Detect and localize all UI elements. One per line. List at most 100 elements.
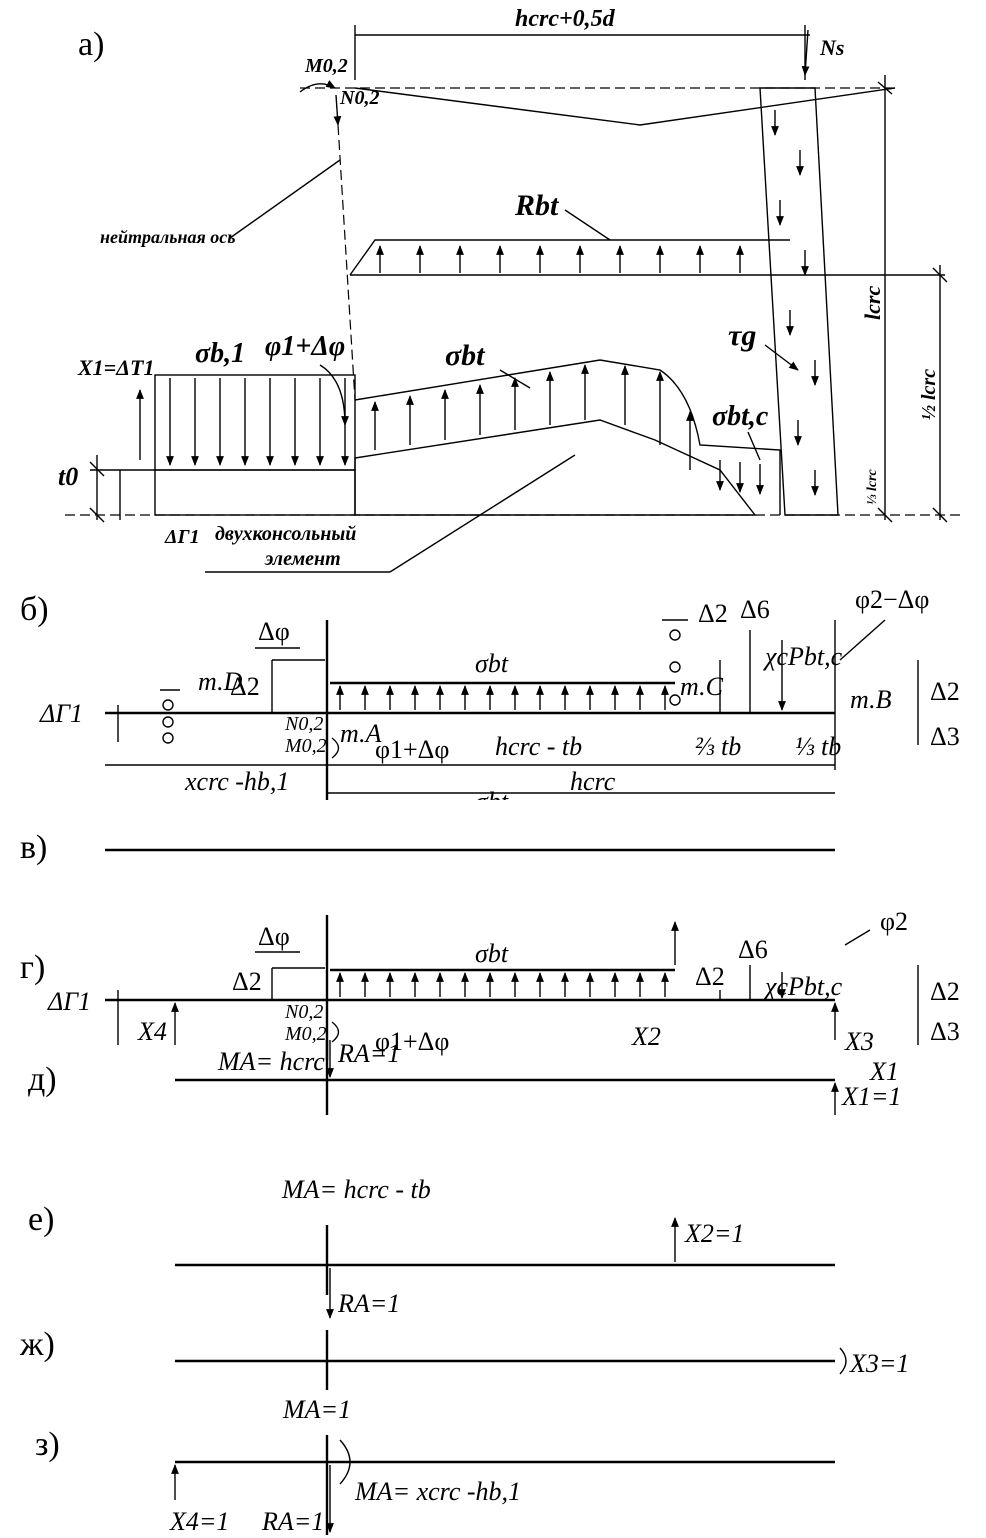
dg1-label-b: ΔΓ1 <box>39 699 83 728</box>
x3-unit-label-zh: X3=1 <box>849 1349 909 1378</box>
ma-label-zh: MA=1 <box>282 1395 351 1424</box>
one-third-label: ⅓ tb <box>795 732 841 761</box>
sigma-b1-arrows <box>166 378 349 466</box>
d6-label-g: Δ6 <box>738 935 768 964</box>
sigma-bt-label-b: σbt <box>475 649 509 678</box>
sigma-b1-label: σb,1 <box>195 338 245 369</box>
dphi-label-b: Δφ <box>258 617 290 646</box>
panel-zh: ж) X3=1 MA=1 <box>19 1326 909 1424</box>
section-label-z: з) <box>35 1426 60 1463</box>
x4-label-g: X4 <box>137 1017 167 1046</box>
sigma-bt-label-a: σbt <box>445 339 486 372</box>
third-lcrc-label: ⅓ lcrc <box>865 468 880 505</box>
shear-arrows <box>771 110 819 496</box>
top-dimension-label: hcrc+0,5d <box>515 6 616 32</box>
d2-mid-label-b: Δ2 <box>698 599 728 628</box>
bottom-left-hatch <box>154 469 356 516</box>
two-cantilever-label-2: элемент <box>264 548 341 570</box>
panel-z: з) MA= xcrc -hb,1 X4=1 RA=1 <box>35 1426 835 1536</box>
ma-label-e: MA= hcrc - tb <box>281 1175 431 1204</box>
moment-m02-label: M0,2 <box>304 55 348 77</box>
d3-label-g: Δ3 <box>930 1017 960 1046</box>
sigma-bt-arrows <box>371 364 694 470</box>
force-n02-label: N0,2 <box>339 87 379 109</box>
x4-unit-label-z: X4=1 <box>169 1507 229 1536</box>
sigma-b1-block <box>154 374 356 471</box>
x2-unit-label-e: X2=1 <box>684 1219 744 1248</box>
x3-label-g: X3 <box>844 1027 874 1056</box>
d2-mid-label-g: Δ2 <box>695 962 725 991</box>
load-arrows-b <box>336 685 669 710</box>
two-cantilever-label-1: двухконсольный <box>215 523 356 545</box>
ma-label-z: MA= xcrc -hb,1 <box>354 1477 521 1506</box>
panel-b: б) σbt ΔΓ1 т.D <box>20 585 960 870</box>
neutral-axis-leader <box>229 159 341 239</box>
phi-label-g: φ1+Δφ <box>375 1027 449 1056</box>
load-arrows-g-final <box>336 972 669 997</box>
xcrc-label-b: xcrc -hb,1 <box>184 767 289 796</box>
phi-label-b: φ1+Δφ <box>375 735 449 764</box>
rbt-label: Rbt <box>514 189 560 222</box>
panel-g-final: г) σbt Δφ Δ2 ΔΓ1 X4 N0,2 M0,2 φ1+Δφ X2 Δ… <box>0 905 986 1086</box>
panel-a: а) hcrc+0,5d M0,2 N0,2 Ns нейтральная ос… <box>58 6 960 573</box>
point-b-label: т.B <box>850 685 892 714</box>
t0-label: t0 <box>58 462 78 491</box>
force-n02-arrow <box>333 94 342 126</box>
rbt-block-outline <box>349 239 790 276</box>
section-label-a: а) <box>78 26 104 63</box>
point-a-label: т.A <box>340 719 382 748</box>
point-d-label: т.D <box>198 667 243 696</box>
phi2-label-g: φ2 <box>880 907 908 936</box>
d2-left-label-g: Δ2 <box>232 967 262 996</box>
d2-left-label-b: Δ2 <box>230 672 260 701</box>
neutral-axis-label: нейтральная ось <box>100 227 235 247</box>
n02-label-b: N0,2 <box>284 713 323 735</box>
sigma-btc-arrows <box>716 460 764 495</box>
ra-label-z: RA=1 <box>261 1507 324 1536</box>
dg1-label-g: ΔΓ1 <box>47 987 91 1016</box>
lcrc-label: lcrc <box>860 286 885 320</box>
sigma-bt-profile <box>354 359 781 515</box>
ra-label-d: RA=1 <box>337 1039 400 1068</box>
section-label-b: б) <box>20 591 49 628</box>
panel-d: д) MA= hcrc RA=1 X1=1 <box>28 1039 901 1115</box>
x2-label-g: X2 <box>631 1022 661 1051</box>
section-label-e: е) <box>28 1201 54 1238</box>
rbt-arrows <box>376 245 744 273</box>
ma-label-d: MA= hcrc <box>217 1047 325 1076</box>
point-c-label: т.C <box>680 672 724 701</box>
section-label-zh: ж) <box>19 1326 55 1363</box>
two-thirds-label: ⅔ tb <box>695 732 741 761</box>
neutral-axis-line <box>337 124 356 401</box>
sigma-btc-label: σbt,c <box>712 401 769 432</box>
sigma-bt-label-g-final: σbt <box>475 939 509 968</box>
two-cantilever-leader <box>389 454 576 573</box>
hcrc-tb-label: hcrc - tb <box>495 732 582 761</box>
ra-label-e: RA=1 <box>337 1289 400 1318</box>
section-label-g-final: г) <box>20 949 45 986</box>
n02-label-g: N0,2 <box>284 1001 323 1023</box>
m02-label-b: M0,2 <box>284 735 327 757</box>
d2-right-label-b: Δ2 <box>930 677 960 706</box>
dg1-label-a: ΔΓ1 <box>164 526 200 548</box>
panel-e: е) MA= hcrc - tb X2=1 RA=1 <box>28 1175 835 1319</box>
d2-right-label-g: Δ2 <box>930 977 960 1006</box>
shear-strip <box>759 87 839 516</box>
d6-label-b: Δ6 <box>740 595 770 624</box>
force-ns-label: Ns <box>819 35 844 60</box>
phi2-label-b: φ2−Δφ <box>855 585 929 614</box>
chi-label-g: χcPbt,c <box>762 972 843 1001</box>
x1-label-g: X1 <box>869 1057 899 1086</box>
force-ns-arrow <box>801 29 810 76</box>
x1-unit-label-d: X1=1 <box>841 1082 901 1111</box>
chi-label-b: χcPbt,c <box>762 642 843 671</box>
x1-dt1-label: X1=ΔT1 <box>77 355 154 380</box>
d3-label-b: Δ3 <box>930 722 960 751</box>
tau-g-label: τg <box>728 319 756 352</box>
crack-profile-line <box>354 87 896 126</box>
dphi-label-g-final: Δφ <box>258 922 290 951</box>
phi-label-a: φ1+Δφ <box>265 331 345 362</box>
section-label-v: в) <box>20 829 47 866</box>
half-lcrc-label: ½ lcrc <box>918 369 940 420</box>
section-label-d: д) <box>28 1061 57 1098</box>
